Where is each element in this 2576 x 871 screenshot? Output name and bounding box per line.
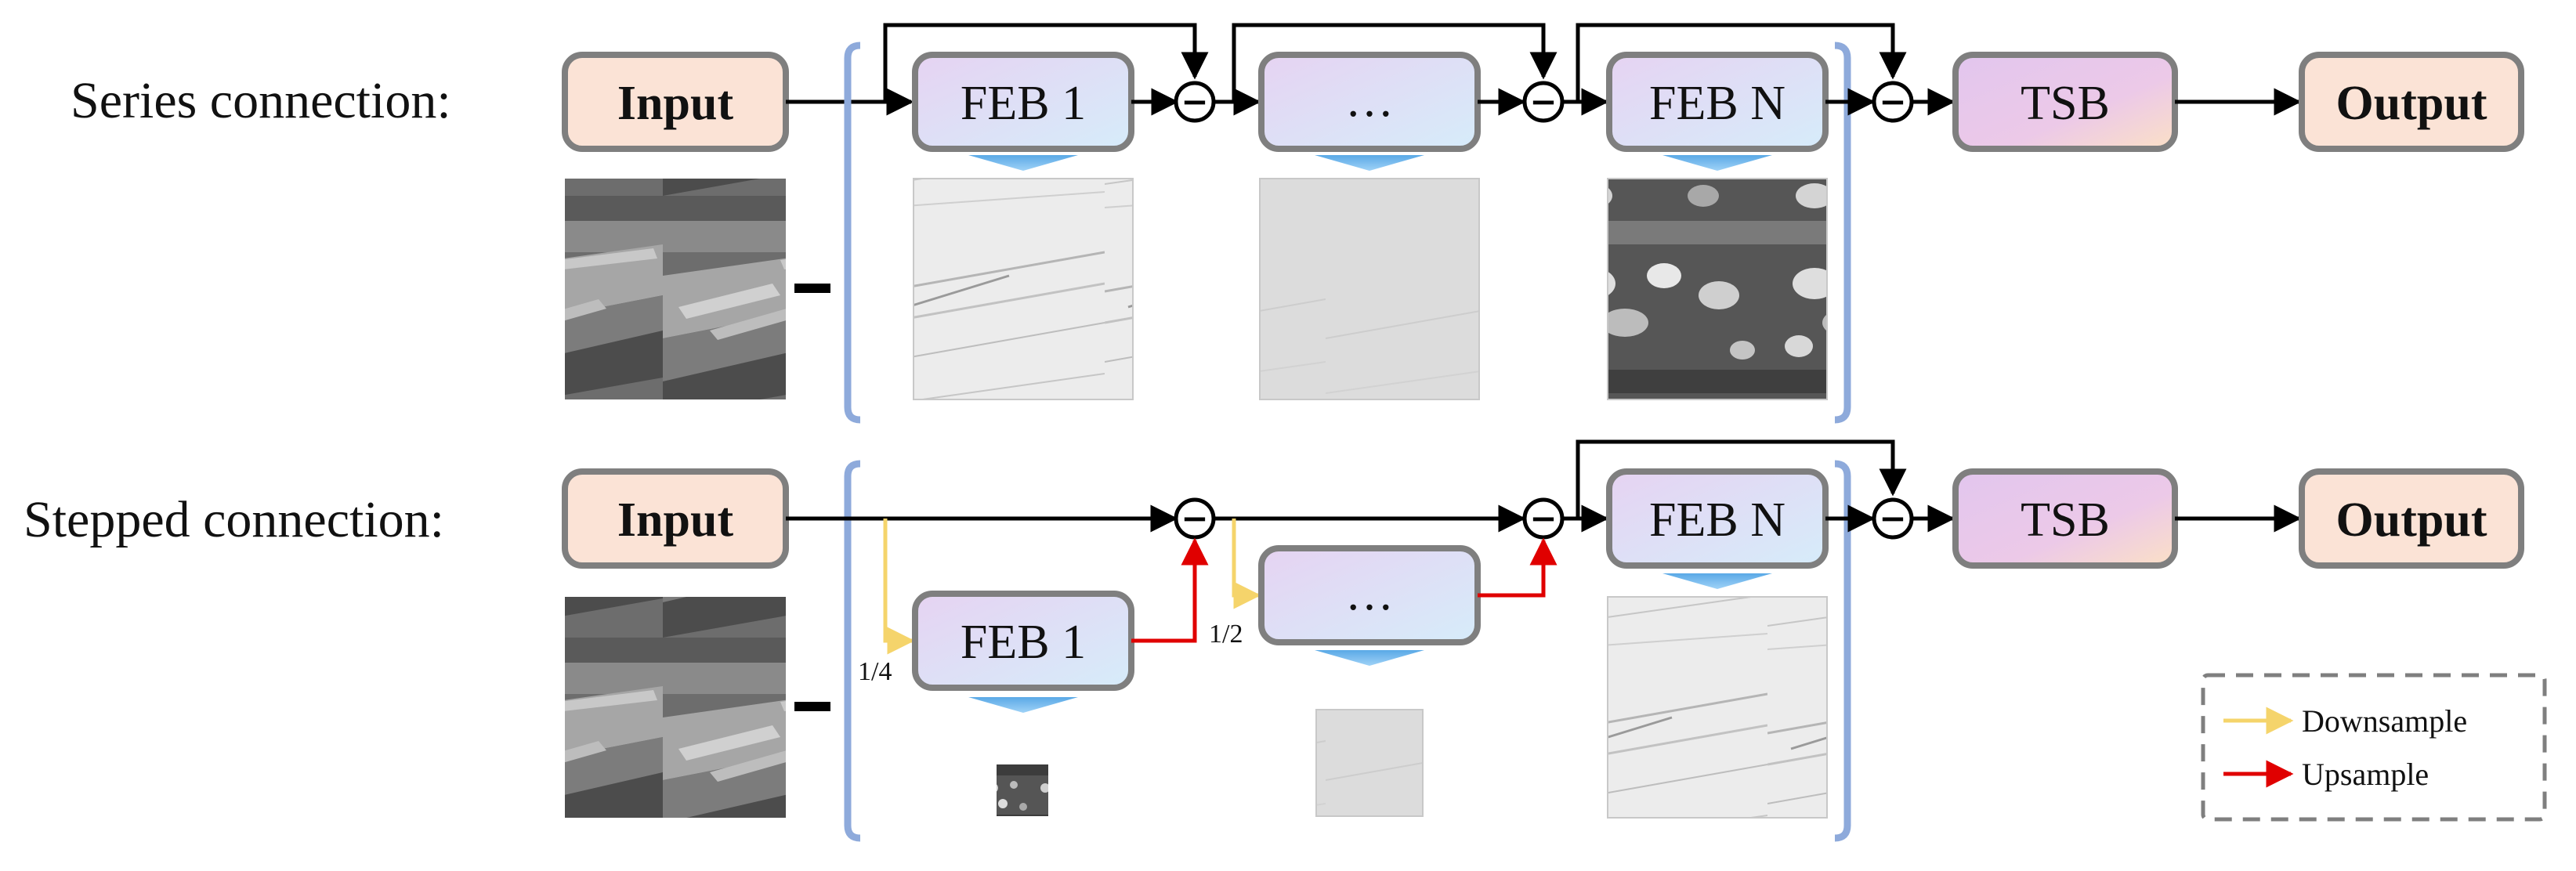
series-subtract-1: − — [1174, 81, 1216, 123]
stepped-input-label: Input — [617, 493, 734, 547]
stepped-feb-n-feature-image — [1607, 596, 1828, 819]
stepped-output-label: Output — [2336, 493, 2487, 547]
stepped-feb-mid-triangle — [1315, 650, 1424, 666]
stepped-tsb-label: TSB — [2021, 493, 2110, 547]
series-feb-1-feature-image — [913, 178, 1134, 400]
stepped-tsb-box: TSB — [1952, 468, 2178, 569]
series-feb-mid-triangle — [1315, 155, 1424, 171]
series-feb-n-triangle — [1662, 155, 1772, 171]
stepped-scale-quarter: 1/4 — [858, 657, 892, 686]
stepped-feb-1-box: FEB 1 — [912, 591, 1134, 691]
svg-text:−: − — [1181, 82, 1208, 121]
stepped-output-box: Output — [2299, 468, 2524, 569]
stepped-feb-mid-label: … — [1345, 567, 1394, 620]
series-tsb-label: TSB — [2021, 77, 2110, 130]
series-connection-label: Series connection: — [71, 72, 451, 129]
series-skip-2 — [1232, 23, 1558, 102]
series-feb-mid-label: … — [1345, 74, 1394, 127]
stepped-subtract-2: − — [1522, 497, 1565, 540]
stepped-subtract-3: − — [1872, 497, 1914, 540]
series-skip-1 — [883, 23, 1209, 102]
series-input-image — [565, 179, 786, 399]
legend-upsample-label: Upsample — [2302, 757, 2429, 792]
stepped-right-bracket — [1834, 460, 1851, 842]
stepped-feb-1-label: FEB 1 — [961, 616, 1086, 669]
stepped-subtract-1: − — [1174, 497, 1216, 540]
series-feb-n-feature-image — [1607, 178, 1828, 400]
series-output-box: Output — [2299, 52, 2524, 152]
stepped-downsample-arrow-2 — [1232, 519, 1261, 609]
series-feb-mid-feature-image — [1259, 178, 1480, 400]
stepped-input-image — [565, 597, 786, 818]
series-feb-n-box: FEB N — [1606, 52, 1829, 152]
svg-text:−: − — [1879, 82, 1906, 121]
stepped-feb-n-triangle — [1662, 573, 1772, 589]
series-feb-1-triangle — [968, 155, 1078, 171]
stepped-upsample-arrow-1 — [1131, 537, 1209, 643]
series-minus-sign — [794, 284, 830, 293]
svg-text:−: − — [1529, 499, 1557, 537]
stepped-skip-n — [1576, 439, 1907, 519]
series-input-box: Input — [562, 52, 789, 152]
stepped-feb-mid-feature-image — [1315, 709, 1424, 817]
series-tsb-box: TSB — [1952, 52, 2178, 152]
legend: Downsample Upsample — [2201, 673, 2547, 822]
series-skip-3 — [1576, 23, 1907, 102]
series-subtract-2: − — [1522, 81, 1565, 123]
legend-downsample-label: Downsample — [2302, 703, 2467, 739]
series-input-label: Input — [617, 77, 734, 130]
stepped-connection-label: Stepped connection: — [24, 491, 444, 548]
series-subtract-3: − — [1872, 81, 1914, 123]
svg-text:−: − — [1181, 499, 1208, 537]
stepped-feb-1-feature-image — [997, 764, 1048, 816]
series-output-label: Output — [2336, 77, 2487, 130]
series-feb-1-label: FEB 1 — [961, 77, 1086, 130]
stepped-upsample-arrow-2 — [1478, 537, 1558, 598]
svg-text:−: − — [1529, 82, 1557, 121]
series-feb-1-box: FEB 1 — [912, 52, 1134, 152]
stepped-feb-mid-box: … — [1258, 545, 1481, 645]
stepped-feb-1-triangle — [968, 697, 1078, 713]
stepped-left-bracket — [844, 460, 861, 842]
series-right-bracket — [1834, 42, 1851, 424]
svg-text:−: − — [1879, 499, 1906, 537]
stepped-feb-n-label: FEB N — [1649, 493, 1785, 547]
series-feb-n-label: FEB N — [1649, 77, 1785, 130]
stepped-feb-n-box: FEB N — [1606, 468, 1829, 569]
stepped-input-box: Input — [562, 468, 789, 569]
stepped-downsample-arrow-1 — [883, 519, 915, 655]
series-left-bracket — [844, 42, 861, 424]
series-feb-mid-box: … — [1258, 52, 1481, 152]
stepped-minus-sign — [794, 702, 830, 711]
stepped-scale-half: 1/2 — [1209, 620, 1243, 649]
